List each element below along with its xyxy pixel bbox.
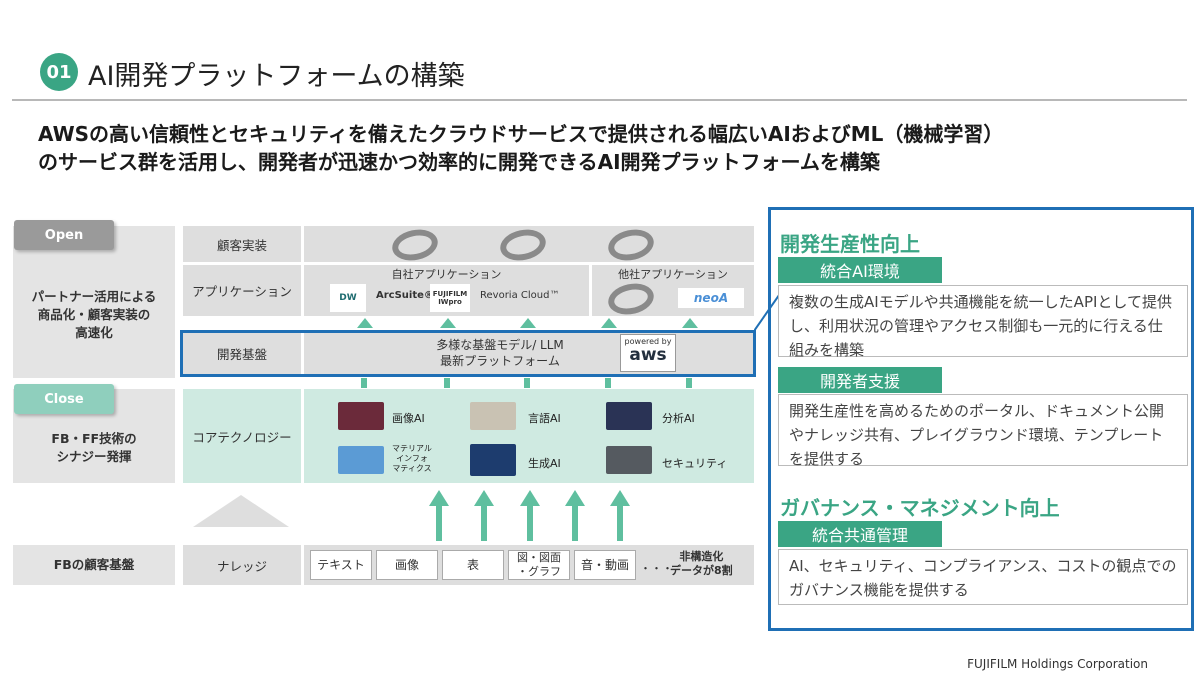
dev-base-line-2: 最新プラットフォーム — [440, 354, 560, 368]
close-tag: Close — [14, 384, 114, 414]
open-strategy-label: パートナー活用による 商品化・顧客実装の 高速化 — [13, 226, 175, 378]
customer-impl-area — [304, 226, 754, 262]
materials-thumbnail — [338, 446, 384, 474]
arrow-shaft — [481, 505, 487, 541]
security-thumbnail — [606, 446, 652, 474]
row-dev-base: 開発基盤 — [183, 332, 301, 374]
arrow-shaft — [524, 378, 530, 388]
arrow-shaft — [444, 378, 450, 388]
arrow-up-icon — [520, 490, 540, 506]
arrow-up-icon — [520, 318, 536, 328]
unstructured-data-note: 非構造化 データが8割 — [670, 550, 733, 577]
language-ai-thumbnail — [470, 402, 516, 430]
knowledge-ellipsis: ・・・ — [640, 562, 673, 575]
dw-logo: DW — [330, 284, 366, 312]
core-item-analysis-ai: 分析AI — [662, 412, 695, 425]
knowledge-figures: 図・図面 ・グラフ — [508, 550, 570, 580]
panel-heading-productivity: 開発生産性向上 — [780, 232, 920, 256]
panel-heading-governance: ガバナンス・マネジメント向上 — [780, 496, 1060, 520]
revoria-cloud-logo: Revoria Cloud™ — [480, 290, 560, 301]
footer-company-name: FUJIFILM Holdings Corporation — [967, 657, 1148, 671]
arrow-up-icon — [565, 490, 585, 506]
row-core-tech: コアテクノロジー — [183, 389, 301, 483]
arrow-up-icon — [682, 318, 698, 328]
arrow-up-icon — [601, 318, 617, 328]
generative-ai-thumbnail — [470, 444, 516, 476]
row-application: アプリケーション — [183, 265, 301, 316]
neoa-logo: neoA — [678, 288, 744, 308]
lead-text: AWSの高い信頼性とセキュリティを備えたクラウドサービスで提供される幅広いAIお… — [38, 120, 1178, 176]
arrow-up-icon — [474, 490, 494, 506]
knowledge-text: テキスト — [310, 550, 372, 580]
core-item-security: セキュリティ — [662, 457, 728, 470]
pill-integrated-ai: 統合AI環境 — [778, 257, 942, 283]
arrow-up-icon — [429, 490, 449, 506]
close-strategy-text: FB・FF技術の シナジー発揮 — [51, 431, 137, 464]
row-knowledge: ナレッジ — [183, 545, 301, 585]
section-number-badge: 01 — [40, 53, 78, 91]
fb-customer-base-label: FBの顧客基盤 — [13, 545, 175, 585]
lead-line-2: のサービス群を活用し、開発者が迅速かつ効率的に開発できるAI開発プラットフォーム… — [38, 150, 880, 174]
arrow-up-icon — [610, 490, 630, 506]
arrow-shaft — [617, 505, 623, 541]
arrow-shaft — [527, 505, 533, 541]
page-title: AI開発プラットフォームの構築 — [88, 61, 465, 92]
dev-base-highlight-frame — [180, 330, 756, 377]
arrow-shaft — [572, 505, 578, 541]
pill-common-management: 統合共通管理 — [778, 521, 942, 547]
aws-powered-text: powered by — [624, 337, 672, 346]
core-item-image-ai: 画像AI — [392, 412, 425, 425]
core-item-language-ai: 言語AI — [528, 412, 561, 425]
arrow-shaft — [436, 505, 442, 541]
arcsuite-logo: ArcSuite® — [376, 290, 434, 301]
core-item-materials: マテリアル インフォ マティクス — [392, 444, 432, 473]
aws-wordmark: aws — [629, 345, 667, 365]
base-up-triangle — [193, 495, 289, 527]
dev-base-area — [304, 332, 754, 374]
other-apps-label: 他社アプリケーション — [618, 268, 728, 281]
arrow-shaft — [605, 378, 611, 388]
title-divider — [12, 99, 1187, 101]
pill-developer-support: 開発者支援 — [778, 367, 942, 393]
arrow-up-icon — [440, 318, 456, 328]
knowledge-table: 表 — [442, 550, 504, 580]
lead-line-1: AWSの高い信頼性とセキュリティを備えたクラウドサービスで提供される幅広いAIお… — [38, 122, 1004, 146]
arrow-shaft — [686, 378, 692, 388]
developer-support-description: 開発生産性を高めるためのポータル、ドキュメント公開やナレッジ共有、プレイグラウン… — [778, 394, 1188, 468]
common-management-description: AI、セキュリティ、コンプライアンス、コストの観点でのガバナンス機能を提供する — [778, 549, 1188, 605]
integrated-ai-description: 複数の生成AIモデルや共通機能を統一したAPIとして提供し、利用状況の管理やアク… — [778, 285, 1188, 359]
image-ai-thumbnail — [338, 402, 384, 430]
analysis-ai-thumbnail — [606, 402, 652, 430]
benefits-panel — [768, 207, 1194, 631]
core-item-generative-ai: 生成AI — [528, 457, 561, 470]
dev-base-text: 多様な基盤モデル/ LLM 最新プラットフォーム — [400, 337, 600, 369]
arrow-shaft — [361, 378, 367, 388]
dev-base-line-1: 多様な基盤モデル/ LLM — [436, 338, 564, 352]
iwpro-logo: FUJIFILM IWpro — [430, 284, 470, 312]
knowledge-image: 画像 — [376, 550, 438, 580]
open-strategy-text: パートナー活用による 商品化・顧客実装の 高速化 — [31, 289, 157, 340]
row-customer-impl: 顧客実装 — [183, 226, 301, 262]
arrow-up-icon — [357, 318, 373, 328]
open-tag: Open — [14, 220, 114, 250]
own-apps-label: 自社アプリケーション — [391, 268, 502, 281]
aws-logo: powered by aws — [620, 334, 676, 372]
knowledge-audio-video: 音・動画 — [574, 550, 636, 580]
